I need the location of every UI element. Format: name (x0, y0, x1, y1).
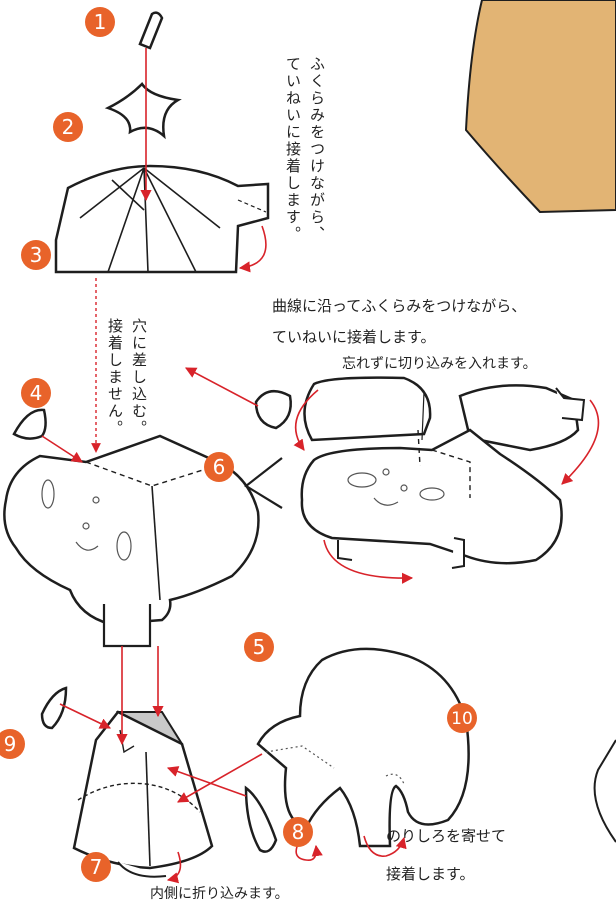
tan-card-piece (464, 0, 616, 214)
step-number-6: 6 (213, 455, 226, 479)
piece-8-leaf (244, 785, 278, 853)
piece-2-star (104, 82, 182, 140)
assembly-arrows (41, 48, 600, 884)
step-number-4: 4 (30, 381, 43, 405)
step-number-3: 3 (30, 243, 43, 267)
note-hole-line2: 接着しません。 (106, 318, 124, 437)
step-badge-10 (447, 703, 477, 733)
step-badge-1 (85, 7, 115, 37)
step-number-7: 7 (90, 855, 103, 879)
piece-9-leaf (40, 686, 68, 730)
piece-5-leaf (254, 389, 292, 430)
partial-edge-piece (593, 739, 616, 843)
note-hole-line1: 穴に差し込む。 (130, 318, 148, 437)
note-curve-line1: 曲線に沿ってふくらみをつけながら、 (272, 297, 527, 315)
piece-4-horn (12, 408, 47, 440)
note-top-line1: ふくらみをつけながら、 (308, 56, 326, 243)
step-badge-5 (244, 632, 274, 662)
step-number-5: 5 (253, 635, 266, 659)
step-badge-4 (21, 378, 51, 408)
step-badge-3 (21, 240, 51, 270)
piece-1-tab (138, 11, 164, 50)
note-glue-line1: のりしろを寄せて (386, 827, 507, 845)
step-number-2: 2 (62, 115, 75, 139)
note-curve-line2: ていねいに接着します。 (272, 328, 436, 346)
step-number-1: 1 (94, 10, 107, 34)
piece-10-mushroom (256, 647, 470, 848)
note-cut: 忘れずに切り込みを入れます。 (342, 356, 537, 372)
step-number-10: 10 (451, 709, 473, 729)
step-badge-9 (0, 729, 25, 759)
step-number-8: 8 (292, 820, 305, 844)
step-badge-7 (81, 852, 111, 882)
step-number-9: 9 (4, 732, 17, 756)
step-badge-6 (204, 452, 234, 482)
note-fold: 内側に折り込みます。 (150, 886, 289, 902)
step-badge-2 (53, 112, 83, 142)
piece-3-cap (54, 164, 270, 274)
step-badge-8 (283, 817, 313, 847)
head-block (3, 434, 260, 648)
note-glue-line2: 接着します。 (386, 865, 475, 883)
step-badges: 1 2 3 4 5 6 7 8 9 10 (0, 7, 477, 882)
note-top-line2: ていねいに接着します。 (284, 56, 302, 243)
direction-chevron (244, 457, 283, 509)
exploded-head-pattern (300, 376, 586, 569)
